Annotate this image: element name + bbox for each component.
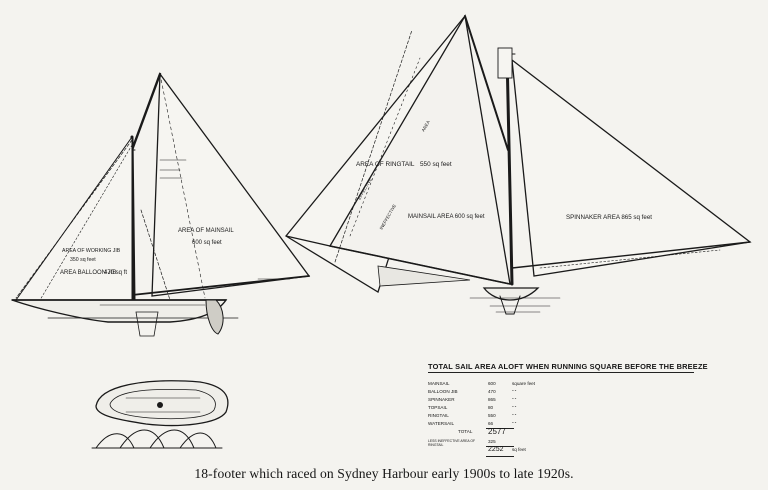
- left-balloon-jib-label: AREA BALLOON JIB: [60, 270, 116, 276]
- left-mainsail: [151, 72, 311, 297]
- right-topsail: [497, 47, 513, 79]
- table-row: WATERSAIL 66 “ “: [428, 421, 517, 426]
- table-row: TOPSAIL 80 “ “: [428, 405, 517, 410]
- sail-table-title: TOTAL SAIL AREA ALOFT WHEN RUNNING SQUAR…: [428, 362, 708, 373]
- sail-area-table: TOTAL SAIL AREA ALOFT WHEN RUNNING SQUAR…: [428, 362, 708, 462]
- right-spinnaker: [511, 58, 752, 277]
- left-mainsail-label: AREA OF MAINSAIL: [178, 228, 234, 234]
- watersail: [377, 265, 471, 287]
- table-row: SPINNAKER 865 “ “: [428, 397, 517, 402]
- deck-plan: [95, 380, 229, 427]
- right-sail-plan: [285, 14, 752, 315]
- total-row: TOTAL 2577: [458, 427, 506, 436]
- right-ringtail-area: 550 sq feet: [420, 161, 452, 168]
- left-mainsail-area: 600 sq feet: [192, 240, 222, 246]
- left-working-jib-area: 350 sq feet: [70, 257, 96, 263]
- right-hull: [482, 287, 540, 301]
- table-row: MAINSAIL 600 square feet: [428, 381, 535, 386]
- right-ringtail-label: AREA OF RINGTAIL: [356, 161, 415, 168]
- right-spinnaker-label: SPINNAKER AREA 865 sq feet: [566, 214, 652, 221]
- left-working-jib-label: AREA OF WORKING JIB: [62, 248, 121, 254]
- left-sail-plan: [11, 72, 311, 337]
- left-gaff: [130, 72, 162, 152]
- right-area-label: AREA: [421, 120, 431, 133]
- figure-caption: 18-footer which raced on Sydney Harbour …: [194, 466, 574, 481]
- hull-sections: [91, 429, 223, 449]
- right-boom: [329, 245, 511, 285]
- net-rule: [486, 446, 514, 447]
- right-mast: [505, 52, 514, 286]
- table-row: RINGTAIL 550 “ “: [428, 413, 517, 418]
- net-row: 2252 sq feet: [488, 446, 526, 453]
- right-gaff: [464, 15, 509, 151]
- left-rudder: [205, 299, 224, 335]
- right-mainsail-label: MAINSAIL AREA 600 sq feet: [408, 214, 485, 220]
- table-row: BALLOON JIB 470 “ “: [428, 389, 517, 394]
- net-double-rule: [486, 456, 514, 457]
- left-balloon-jib-area: 470 sq ft: [104, 270, 127, 276]
- less-row: LESS INEFFECTIVE AREA OF RINGTAIL 325: [428, 439, 496, 447]
- total-rule: [486, 428, 514, 429]
- spinnaker-pole: [511, 241, 751, 269]
- left-centreboard: [135, 311, 159, 337]
- left-hull: [11, 299, 228, 323]
